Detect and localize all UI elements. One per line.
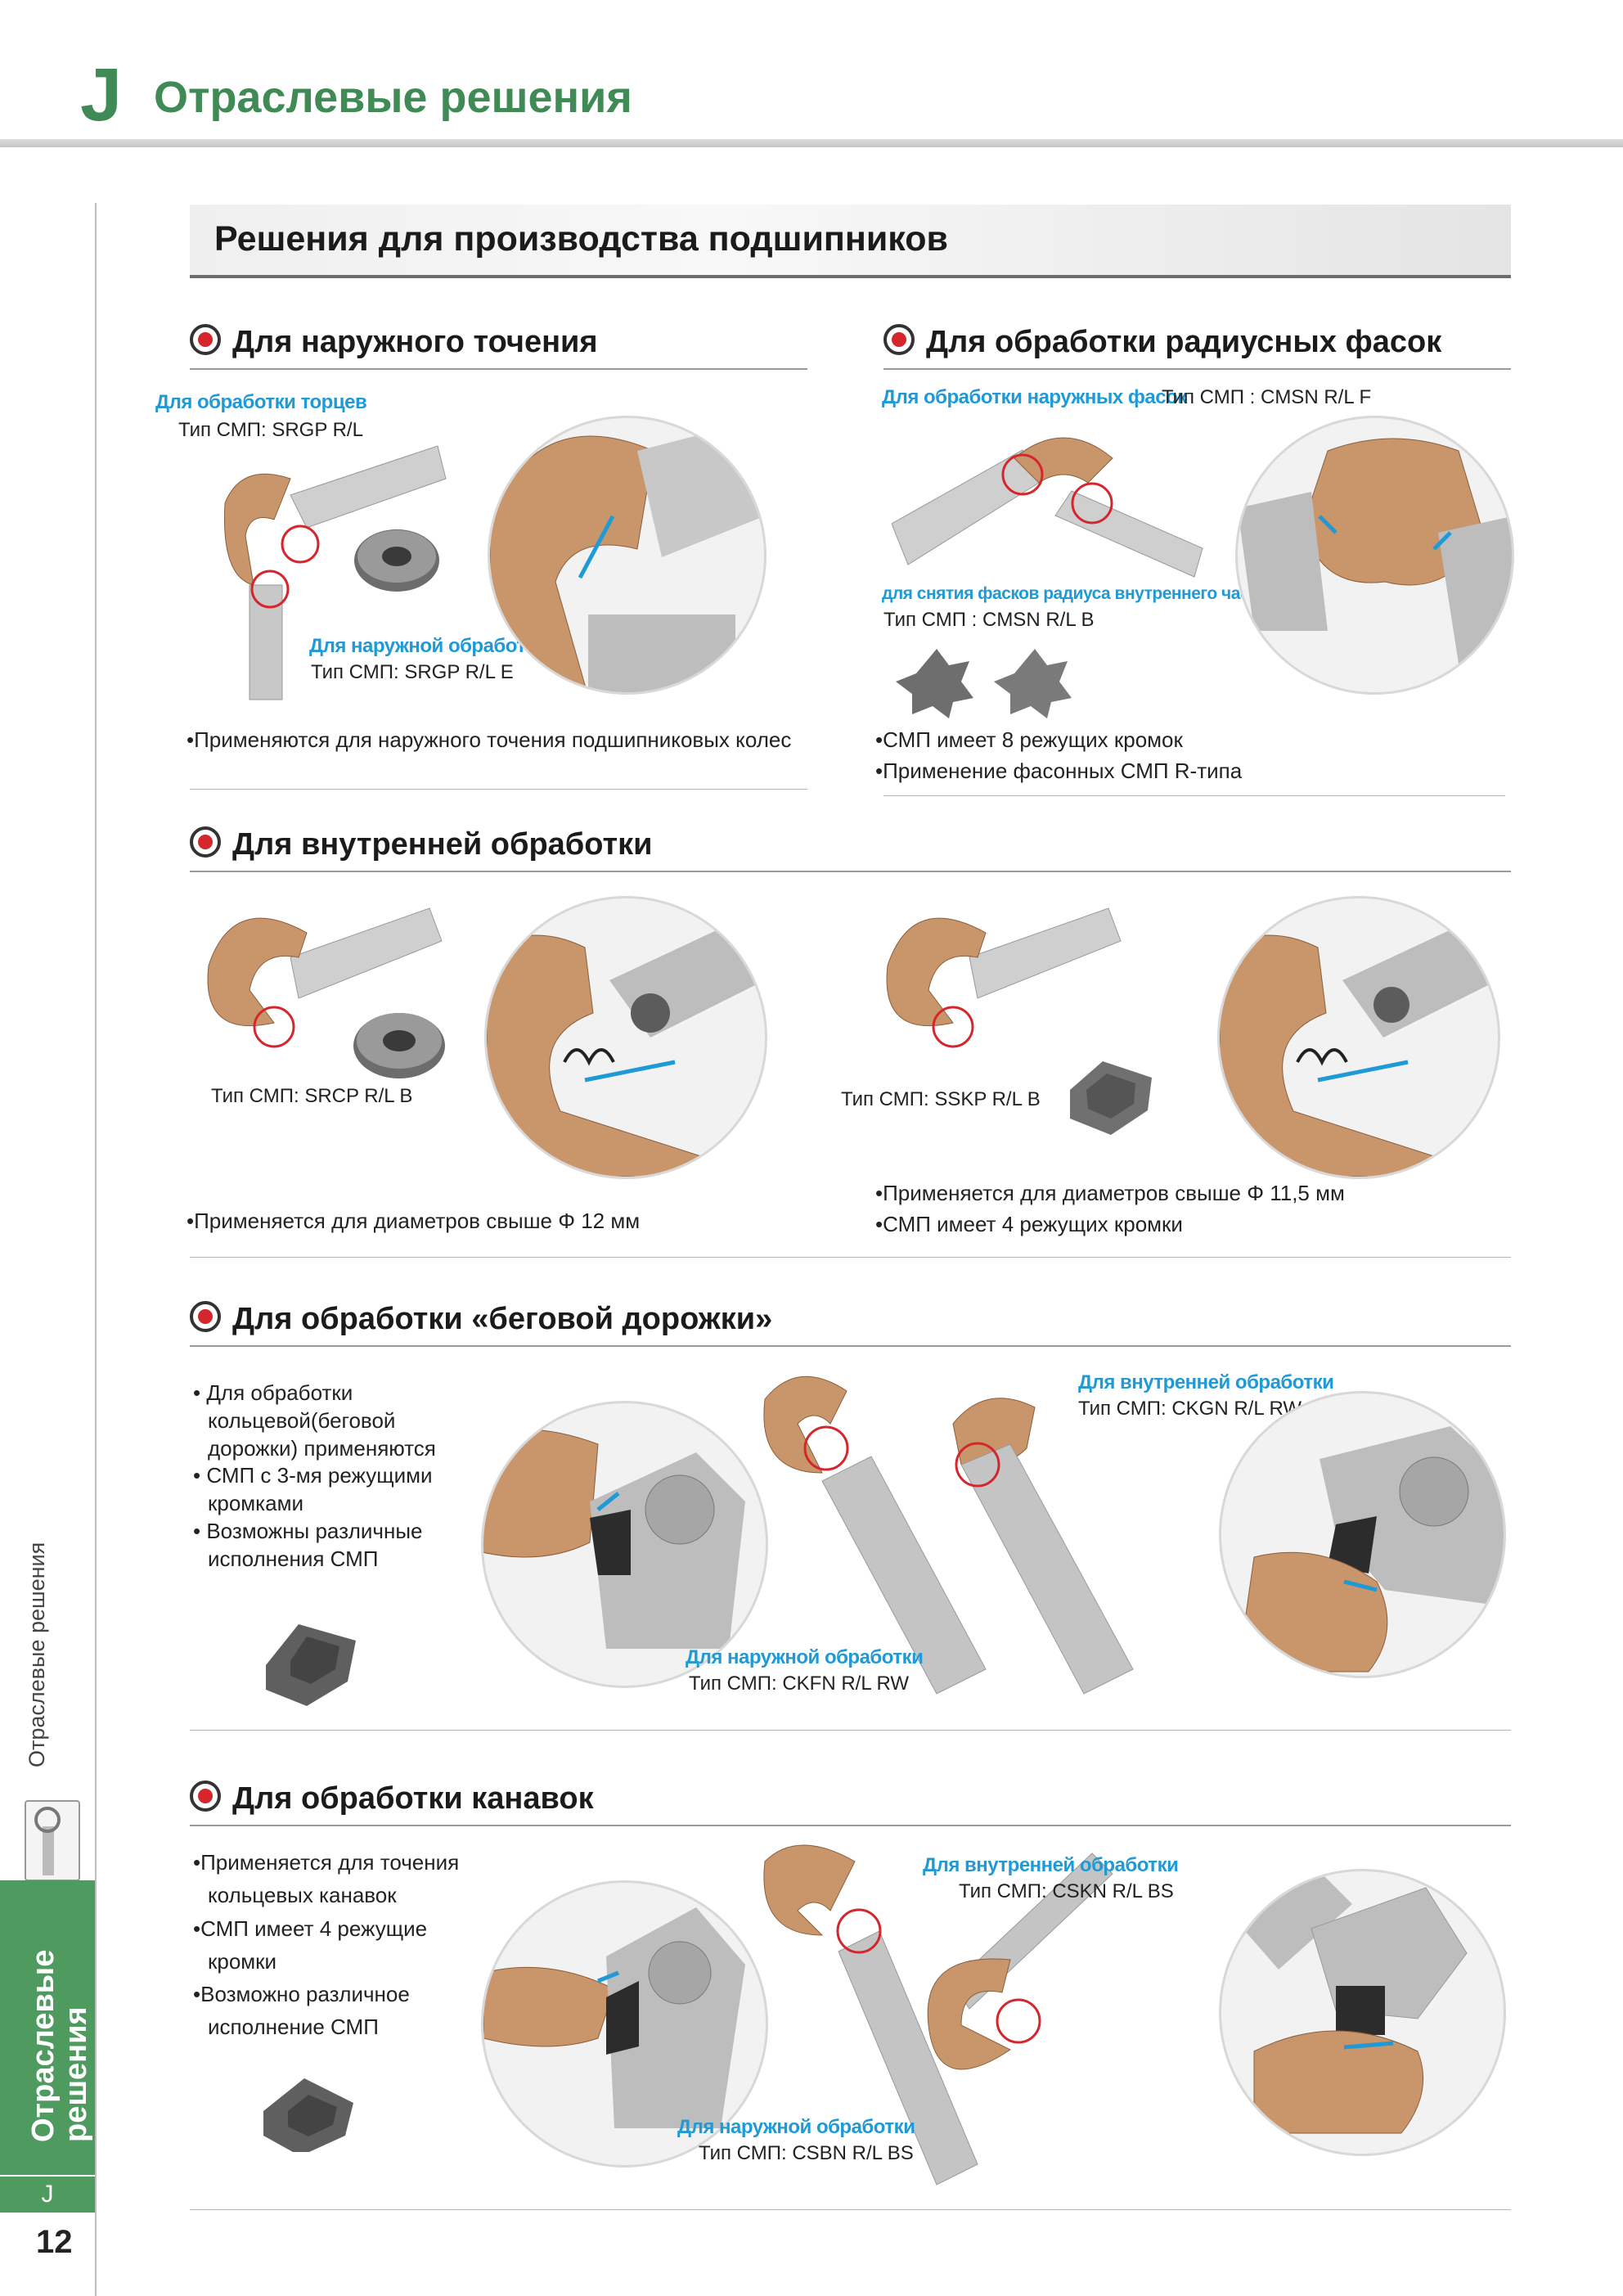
outer-machining-label: Для наружной обработки xyxy=(309,635,547,657)
target-bullet-icon xyxy=(190,826,221,858)
inner-chamfer-type: Тип СМП : CMSN R/L B xyxy=(883,609,1095,631)
target-bullet-icon xyxy=(190,1781,221,1812)
internal-left-notes: Применяется для диаметров свыше Φ 12 мм xyxy=(187,1206,640,1237)
heading-rule xyxy=(190,368,807,370)
header-divider xyxy=(0,139,1623,147)
target-bullet-icon xyxy=(190,324,221,355)
groove-outer-label: Для наружной обработки xyxy=(677,2116,915,2138)
heading-grooves: Для обработки канавок xyxy=(190,1781,594,1817)
internal-right-notes: Применяется для диаметров свыше Φ 11,5 м… xyxy=(875,1178,1345,1240)
raceway-insert-illustration xyxy=(258,1616,364,1706)
divider xyxy=(190,2209,1511,2210)
raceway-outer-detail-circle xyxy=(481,1401,768,1688)
grooves-notes: Применяется для точения кольцевых канаво… xyxy=(193,1846,488,2044)
chamfer-tool-illustration xyxy=(892,425,1219,581)
outer-turning-notes: Применяются для наружного точения подшип… xyxy=(187,725,791,756)
round-insert-illustration xyxy=(350,1006,448,1082)
raceway-inner-label: Для внутренней обработки xyxy=(1078,1371,1334,1393)
heading-rule xyxy=(190,1345,1511,1347)
radius-chamfer-notes: СМП имеет 8 режущих кромок Применение фа… xyxy=(875,725,1242,786)
outer-chamfer-type: Тип СМП : CMSN R/L F xyxy=(1162,386,1372,408)
inner-chamfer-label: для снятия фасков радиуса внутреннего ча… xyxy=(882,584,1268,603)
raceway-inner-type: Тип СМП: CKGN R/L RW xyxy=(1078,1398,1302,1420)
heading-radius-chamfer: Для обработки радиусных фасок xyxy=(883,324,1441,360)
page-number: 12 xyxy=(36,2224,73,2260)
chapter-title: Отраслевые решения xyxy=(154,73,632,122)
heading-rule xyxy=(190,1825,1511,1826)
internal-right-detail-circle xyxy=(1217,896,1500,1179)
star-inserts-illustration xyxy=(896,645,1076,718)
raceway-outer-label: Для наружной обработки xyxy=(686,1646,924,1668)
rail-chapter-letter: J xyxy=(0,2177,95,2213)
face-type: Тип СМП: SRGP R/L xyxy=(178,419,363,441)
groove-tools-illustration xyxy=(749,1837,1174,2189)
divider xyxy=(883,795,1505,796)
internal-tool-right-illustration xyxy=(879,900,1133,1064)
internal-tool-left-illustration xyxy=(200,900,454,1064)
round-insert-illustration xyxy=(352,524,442,597)
raceway-notes: • Для обработки кольцевой(беговой дорожк… xyxy=(193,1380,436,1571)
face-label: Для обработки торцев xyxy=(155,391,367,413)
groove-inner-label: Для внутренней обработки xyxy=(923,1854,1179,1876)
heading-internal: Для внутренней обработки xyxy=(190,826,653,862)
internal-left-detail-circle xyxy=(484,896,767,1179)
divider xyxy=(190,789,807,790)
heading-rule xyxy=(883,368,1511,370)
heading-rule xyxy=(190,871,1511,872)
outer-machining-type: Тип СМП: SRGP R/L E xyxy=(311,661,514,683)
chapter-letter: J xyxy=(80,53,123,137)
internal-right-type: Тип СМП: SSKP R/L B xyxy=(841,1088,1041,1110)
raceway-outer-type: Тип СМП: CKFN R/L RW xyxy=(689,1672,909,1695)
tool-thumbnail-icon xyxy=(25,1800,80,1881)
section-banner xyxy=(190,205,1511,278)
square-insert-illustration xyxy=(1062,1057,1160,1139)
outer-turning-detail-circle xyxy=(488,416,767,695)
target-bullet-icon xyxy=(190,1301,221,1332)
target-bullet-icon xyxy=(883,324,915,355)
divider xyxy=(190,1730,1511,1731)
raceway-inner-detail-circle xyxy=(1219,1391,1506,1678)
heading-raceway: Для обработки «беговой дорожки» xyxy=(190,1301,772,1337)
outer-chamfer-label: Для обработки наружных фасок xyxy=(882,386,1187,408)
divider xyxy=(190,1257,1511,1258)
section-title: Решения для производства подшипников xyxy=(214,219,948,259)
rail-vertical-label: Отраслевые решения xyxy=(25,1542,49,1767)
groove-outer-detail-circle xyxy=(481,1880,768,2168)
rail-chapter-tab[interactable]: Отраслевые решения xyxy=(0,1880,95,2175)
outer-turning-tool-illustration xyxy=(192,430,470,708)
groove-insert-illustration xyxy=(255,2070,362,2152)
chamfer-detail-circle xyxy=(1235,416,1514,695)
groove-inner-detail-circle xyxy=(1219,1869,1506,2156)
groove-outer-type: Тип СМП: CSBN R/L BS xyxy=(699,2142,914,2164)
raceway-tools-illustration xyxy=(749,1366,1141,1710)
side-rail xyxy=(0,203,97,2296)
heading-outer-turning: Для наружного точения xyxy=(190,324,598,360)
internal-left-type: Тип СМП: SRCP R/L B xyxy=(211,1085,413,1107)
groove-inner-type: Тип СМП: CSKN R/L BS xyxy=(959,1880,1174,1902)
